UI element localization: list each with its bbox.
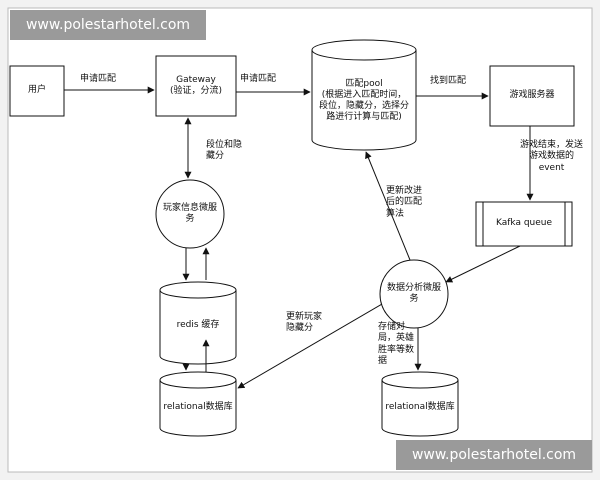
edge-label-found-match: 找到匹配 [430, 76, 467, 86]
match-pool-label: 匹配pool (根据进入匹配时间， 段位，隐藏分，选择分 路进行计算与匹配) [318, 78, 409, 123]
player-service-circle [155, 179, 225, 249]
relational-db-left-cylinder [159, 371, 237, 437]
relational-db-right-label: relational数据库 [385, 402, 455, 413]
gateway-label: Gateway (验证，分流) [169, 74, 223, 96]
edge-label-store-stats: 存储对 局，英雄 胜率等数 据 [378, 322, 415, 366]
gateway-box [155, 55, 237, 117]
arrow-kafka-analytics [445, 245, 521, 283]
redis-cylinder [159, 281, 237, 365]
kafka-queue-box [475, 201, 573, 247]
edge-label-apply-match-1: 申请匹配 [80, 74, 117, 84]
match-pool-cylinder [311, 39, 417, 151]
user-box [9, 65, 65, 117]
kafka-queue-label: Kafka queue [495, 218, 553, 229]
relational-db-right-cylinder [381, 371, 459, 437]
relational-db-left-label: relational数据库 [163, 402, 233, 413]
player-service-label: 玩家信息微服 务 [162, 202, 217, 224]
user-label: 用户 [27, 85, 46, 96]
edge-label-update-algorithm: 更新改进 后的匹配 算法 [386, 186, 423, 219]
redis-label: redis 缓存 [176, 320, 220, 331]
analytics-service-circle [379, 259, 449, 329]
game-server-box [489, 65, 575, 127]
watermark-top: www.polestarhotel.com [10, 10, 206, 40]
watermark-bottom: www.polestarhotel.com [396, 440, 592, 470]
analytics-service-label: 数据分析微服 务 [386, 282, 441, 304]
arrow-analytics-pool [365, 151, 411, 261]
game-server-label: 游戏服务器 [509, 90, 555, 101]
edge-label-rank-hidden: 段位和隐 藏分 [206, 140, 243, 162]
edge-label-game-end: 游戏结束，发送 游戏数据的 event [520, 140, 584, 173]
edge-label-apply-match-2: 申请匹配 [240, 74, 277, 84]
arrow-analytics-db-left [237, 303, 383, 389]
edge-label-update-hidden: 更新玩家 隐藏分 [286, 312, 323, 334]
